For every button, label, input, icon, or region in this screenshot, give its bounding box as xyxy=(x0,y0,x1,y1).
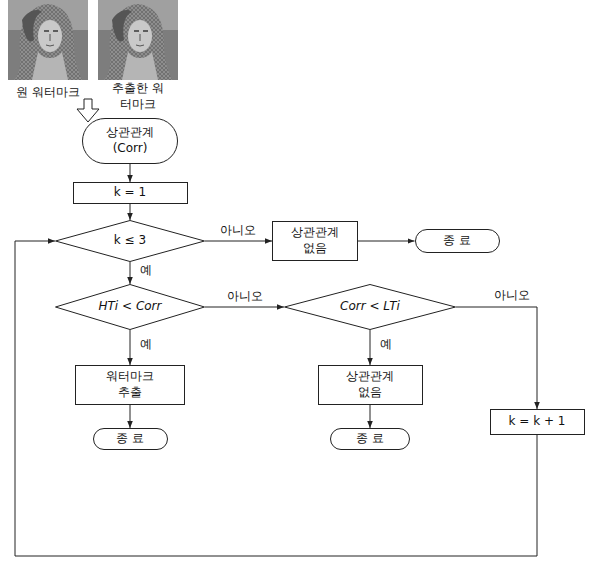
node-text: 상관관계 없음 xyxy=(285,225,345,256)
flow-arrow xyxy=(370,405,371,428)
process-box: 상관관계 없음 xyxy=(272,221,358,261)
flow-arrow xyxy=(15,241,537,556)
edge-label: 아니오 xyxy=(218,223,258,239)
edge-label: 예 xyxy=(378,337,394,353)
flow-arrow xyxy=(130,262,131,284)
hollow-arrow xyxy=(77,99,99,122)
node-text: HTi < Corr xyxy=(99,299,162,315)
terminal-box: 종 료 xyxy=(93,428,168,450)
terminal-box: 종 료 xyxy=(330,428,410,450)
process-box: 워터마크 추출 xyxy=(75,365,185,405)
node-text: k = k + 1 xyxy=(509,414,566,430)
node-text: Corr < LTi xyxy=(340,299,400,315)
terminal-box: 상관관계 (Corr) xyxy=(82,118,178,164)
flow-arrow xyxy=(130,405,131,428)
terminal-box: 종 료 xyxy=(415,229,500,253)
decision-diamond: Corr < LTi xyxy=(284,284,456,330)
flow-arrow xyxy=(130,164,131,182)
edge-label: 예 xyxy=(138,337,154,353)
flow-arrow xyxy=(456,307,537,409)
node-text: 상관관계 (Corr) xyxy=(100,125,160,156)
image-caption: 원 워터마크 xyxy=(14,85,82,101)
flow-arrow xyxy=(205,307,284,308)
edge-label: 예 xyxy=(138,263,154,279)
process-box: 상관관계 없음 xyxy=(318,365,423,405)
node-text: 종 료 xyxy=(116,431,144,447)
flow-arrow xyxy=(130,330,131,365)
node-text: 워터마크 추출 xyxy=(99,369,161,400)
original-watermark-image xyxy=(8,0,88,80)
edge-label: 아니오 xyxy=(492,288,532,304)
extracted-watermark-image xyxy=(98,0,178,80)
flow-arrow xyxy=(130,204,131,220)
image-caption: 추출한 워터마크 xyxy=(107,81,169,112)
node-text: 종 료 xyxy=(356,431,384,447)
decision-diamond: k ≤ 3 xyxy=(55,220,205,262)
decision-diamond: HTi < Corr xyxy=(55,284,205,330)
flow-arrow xyxy=(358,241,415,242)
process-box: k = k + 1 xyxy=(490,409,585,435)
node-text: k = 1 xyxy=(114,185,146,201)
edge-label: 아니오 xyxy=(225,289,265,305)
node-text: 종 료 xyxy=(443,233,471,249)
node-text: k ≤ 3 xyxy=(114,233,146,249)
node-text: 상관관계 없음 xyxy=(339,369,401,400)
flow-arrow xyxy=(205,241,272,242)
process-box: k = 1 xyxy=(73,182,188,204)
flow-arrow xyxy=(370,330,371,365)
